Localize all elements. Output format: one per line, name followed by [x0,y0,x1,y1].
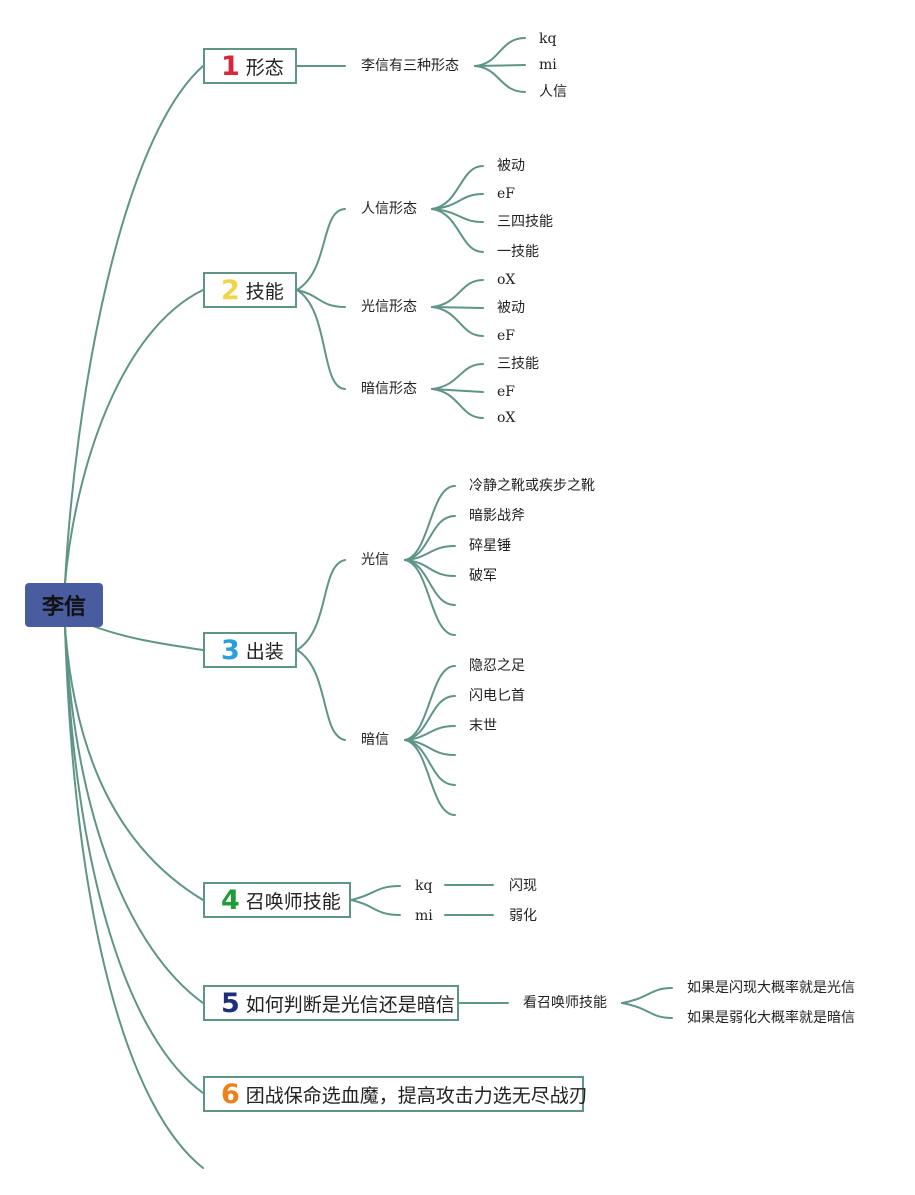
skill-group-label[interactable]: 光信形态 [361,299,417,315]
link-root-extra [64,626,204,1169]
topic-summoner[interactable]: 4 召唤师技能 [203,882,351,918]
forms-item[interactable]: 人信 [539,84,567,100]
skill-item[interactable]: 被动 [497,158,525,174]
number-badge: 4 [221,884,240,916]
number-badge: 5 [221,987,240,1019]
number-badge: 2 [221,274,240,306]
summoner-key[interactable]: kq [415,878,433,894]
topic-label: 技能 [245,280,284,303]
skill-item[interactable]: eF [497,328,515,344]
link-root-topic2 [64,289,204,584]
gear-item[interactable]: 碎星锤 [469,538,511,554]
link-root-topic1 [64,65,204,584]
forms-item[interactable]: mi [539,57,557,73]
topic-label: 召唤师技能 [245,890,341,913]
number-badge: 3 [221,634,240,666]
skill-group-label[interactable]: 暗信形态 [361,381,417,397]
link-root-topic3 [89,624,204,651]
topic-label: 形态 [245,56,284,79]
gear-item[interactable]: 破军 [469,568,497,584]
number-badge: 1 [221,50,240,82]
topic-label: 出装 [245,640,284,663]
skill-item[interactable]: oX [497,272,516,288]
skill-group-label[interactable]: 人信形态 [361,201,417,217]
gear-item[interactable]: 闪电匕首 [469,688,525,704]
gear-item[interactable]: 冷静之靴或疾步之靴 [469,478,595,494]
skill-item[interactable]: 三技能 [497,356,539,372]
gear-item[interactable]: 末世 [469,718,497,734]
gear-group-label[interactable]: 光信 [361,552,389,568]
skill-item[interactable]: 三四技能 [497,214,553,230]
link-root-topic6 [64,626,204,1094]
topic-label: 如何判断是光信还是暗信 [245,993,455,1016]
topic-skills[interactable]: 2 技能 [203,272,297,308]
forms-item[interactable]: kq [539,31,557,47]
root-label: 李信 [41,595,86,620]
judge-item[interactable]: 如果是弱化大概率就是暗信 [687,1010,855,1026]
topic-teamfight[interactable]: 6 团战保命选血魔，提高攻击力选无尽战刃 [203,1076,588,1112]
skill-item[interactable]: oX [497,410,516,426]
skill-item[interactable]: eF [497,384,515,400]
judge-item[interactable]: 如果是闪现大概率就是光信 [687,980,855,996]
topic-judge[interactable]: 5 如何判断是光信还是暗信 [203,985,459,1021]
topic-forms[interactable]: 1 形态 [203,48,297,84]
summoner-value[interactable]: 弱化 [509,908,537,924]
skill-item[interactable]: eF [497,186,515,202]
link-root-topic4 [64,626,204,901]
topic-gear[interactable]: 3 出装 [203,632,297,668]
root-node[interactable]: 李信 [25,583,103,627]
summoner-key[interactable]: mi [415,908,433,924]
summoner-value[interactable]: 闪现 [509,878,537,894]
number-badge: 6 [221,1078,240,1110]
topic-label: 团战保命选血魔，提高攻击力选无尽战刃 [245,1084,588,1107]
judge-label[interactable]: 看召唤师技能 [523,995,607,1011]
gear-item[interactable]: 隐忍之足 [469,658,525,674]
skill-item[interactable]: 被动 [497,300,525,316]
link-root-topic5 [64,626,204,1004]
skill-item[interactable]: 一技能 [497,244,539,260]
gear-group-label[interactable]: 暗信 [361,732,389,748]
gear-item[interactable]: 暗影战斧 [469,508,525,524]
forms-label[interactable]: 李信有三种形态 [361,58,459,74]
